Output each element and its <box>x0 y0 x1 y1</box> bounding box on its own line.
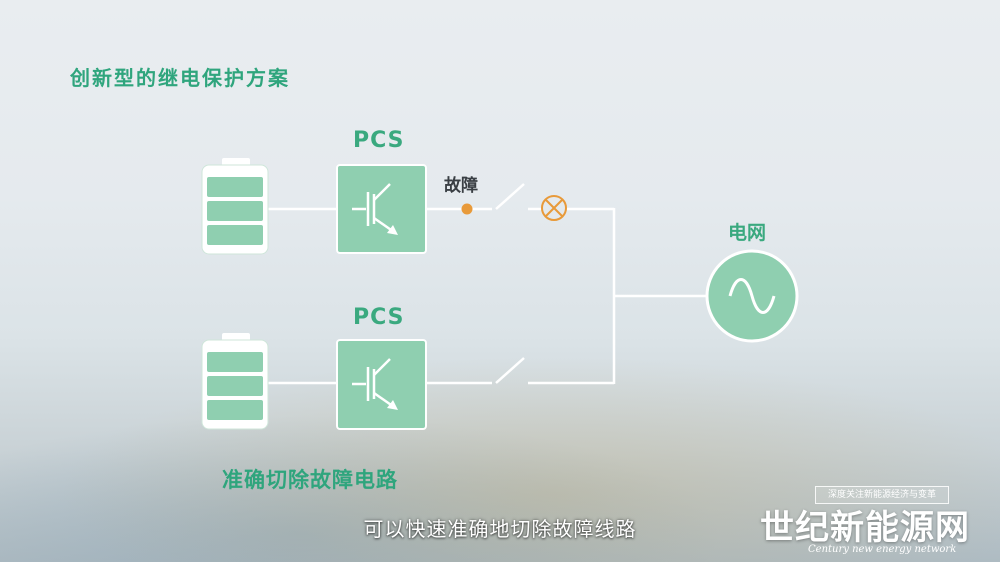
pcs-label-top: PCS <box>353 128 405 153</box>
fault-point-icon <box>461 203 473 215</box>
grid-label: 电网 <box>728 222 767 244</box>
watermark-english: Century new energy network <box>808 544 957 555</box>
video-subtitle: 可以快速准确地切除故障线路 <box>363 517 637 541</box>
pcs-label-bottom: PCS <box>353 305 405 330</box>
switch-bottom <box>495 357 525 384</box>
pcs-converter-top <box>336 164 427 254</box>
switch-top <box>495 183 525 210</box>
watermark-logo: 世纪新能源网 <box>760 508 970 548</box>
pcs-converter-bottom <box>336 339 427 430</box>
battery-icon-bottom <box>201 333 269 430</box>
breaker-x-icon <box>541 195 567 221</box>
watermark-slogan: 深度关注新能源经济与变革 <box>815 486 949 504</box>
battery-icon-top <box>201 158 269 255</box>
fault-label: 故障 <box>444 176 478 196</box>
page-title: 创新型的继电保护方案 <box>70 66 290 90</box>
diagram-caption: 准确切除故障电路 <box>222 468 398 492</box>
wires <box>268 207 707 385</box>
ac-grid-icon <box>705 249 799 343</box>
